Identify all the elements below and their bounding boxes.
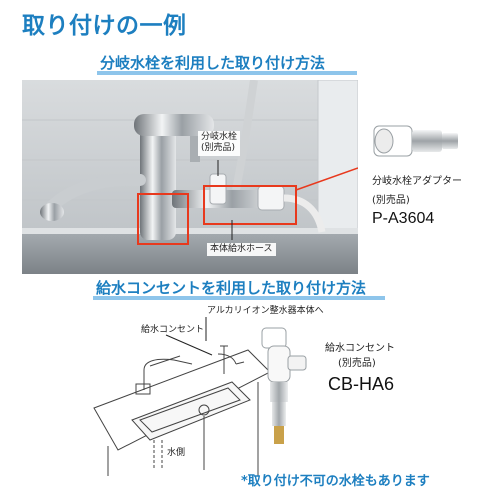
- pointer-lines-svg: [165, 317, 213, 356]
- branch-faucet-label-text: 分岐水栓: [201, 132, 238, 142]
- alkaline-unit-label: アルカリイオン整水器本体へ: [207, 306, 324, 316]
- branch-faucet-label-sub: (別売品): [201, 143, 236, 154]
- pointer-lines: [136, 313, 216, 363]
- compatibility-note: *取り付け不可の水栓もあります: [241, 474, 430, 489]
- supply-outlet-illustration: [261, 327, 307, 444]
- adapter-label: 分岐水栓アダプター: [372, 176, 462, 187]
- section1-heading: 分岐水栓を利用した取り付け方法: [100, 54, 326, 72]
- supply-outlet-label: 給水コンセント: [325, 343, 395, 354]
- section2-heading: 給水コンセントを利用した取り付け方法: [96, 279, 367, 297]
- water-side-label: 水側: [167, 448, 186, 458]
- adapter-sub-label: (別売品): [372, 195, 410, 206]
- adapter-illustration: [373, 125, 458, 157]
- section2-underline: [93, 296, 385, 300]
- main-supply-hose-label: 本体給水ホース: [207, 243, 276, 257]
- supply-outlet-sub-label: (別売品): [338, 358, 376, 369]
- outlet-diagram-label: 給水コンセント: [141, 325, 205, 335]
- page-title: 取り付けの一例: [22, 13, 187, 39]
- adapter-product-image: [366, 118, 466, 164]
- faucet-photo-illustration: [22, 80, 358, 274]
- supply-outlet-part-number: CB-HA6: [328, 374, 395, 394]
- branch-faucet-label: 分岐水栓 (別売品): [198, 131, 241, 156]
- faucet-installation-photo: [22, 80, 358, 274]
- section1-underline: [97, 71, 357, 75]
- supply-outlet-product-image: [250, 322, 312, 448]
- adapter-part-number: P-A3604: [372, 210, 435, 227]
